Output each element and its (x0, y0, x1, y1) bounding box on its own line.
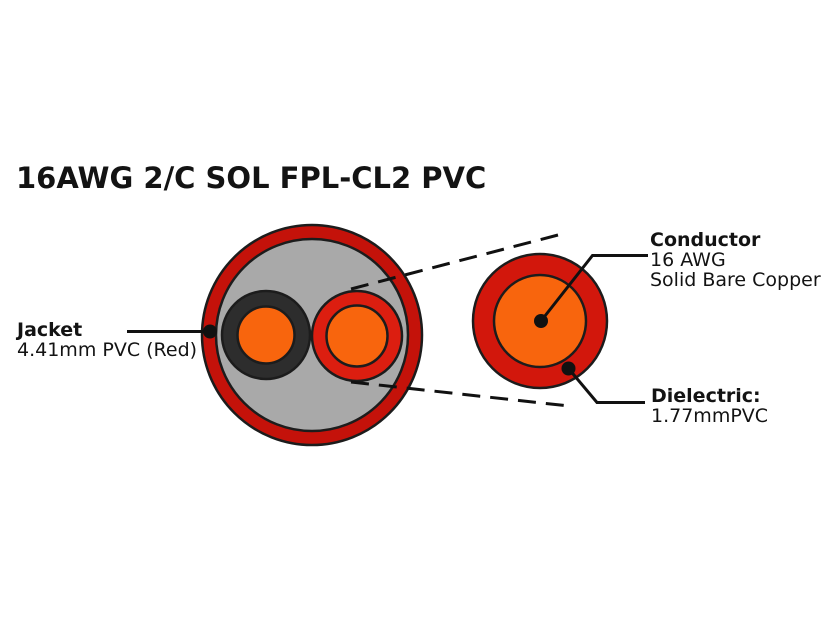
dielectric-leader-dot (561, 361, 576, 376)
dielectric-label-detail: 1.77mmPVC (651, 405, 769, 427)
main-cable-cross-section (200, 223, 424, 447)
conductor-label-title: Conductor (650, 229, 761, 251)
jacket-label-detail: 4.41mm PVC (Red) (17, 339, 198, 361)
conductor-label: Conductor 16 AWG Solid Bare Copper (650, 230, 821, 290)
conductor-1-copper (236, 305, 296, 365)
jacket-label: Jacket 4.41mm PVC (Red) (17, 320, 197, 360)
dielectric-label: Dielectric: 1.77mmPVC (651, 386, 768, 426)
dielectric-label-title: Dielectric: (651, 385, 761, 407)
dielectric-leader-line (567, 367, 645, 404)
page-title: 16AWG 2/C SOL FPL-CL2 PVC (16, 161, 487, 195)
jacket-label-title: Jacket (17, 319, 83, 341)
conductor-2-copper (325, 304, 389, 368)
conductor-label-line2: Solid Bare Copper (650, 269, 821, 291)
conductor-leader-line (539, 254, 648, 322)
conductor-leader-dot (534, 314, 548, 328)
projection-dashed-line-lower (350, 380, 570, 408)
projection-dashed-line-upper (350, 233, 559, 291)
jacket-leader-dot (203, 324, 217, 339)
conductor-label-line1: 16 AWG (650, 249, 726, 271)
